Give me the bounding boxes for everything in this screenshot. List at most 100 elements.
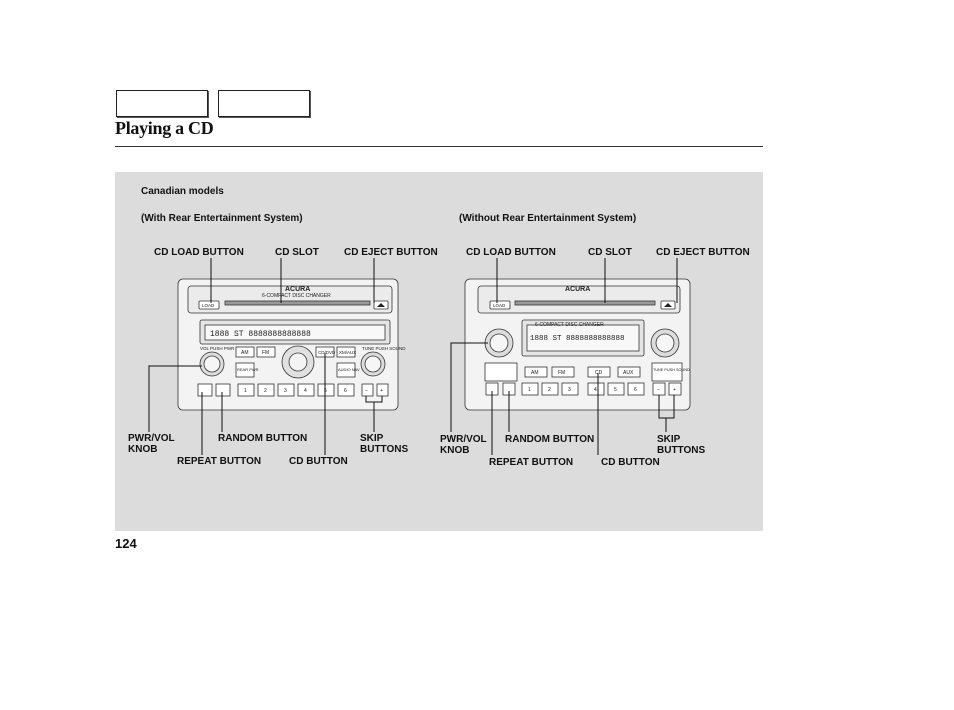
nav-tab-1[interactable] (116, 90, 208, 117)
right-load-button (489, 300, 511, 310)
left-audio-nav-button (336, 362, 356, 378)
left-preset-5 (317, 383, 335, 397)
left-cd-eject-label: CD EJECT BUTTON (344, 247, 438, 258)
right-vol-knob-cap (489, 333, 509, 353)
right-cd-slot (514, 300, 656, 306)
right-preset-6 (627, 382, 645, 396)
left-cd-load-label: CD LOAD BUTTON (154, 247, 244, 258)
left-rear-pwr-button (235, 362, 255, 378)
left-xm-aux-text: XM/AUX (339, 350, 356, 355)
right-load-text: LOAD (493, 303, 506, 308)
leader-left-pwr-vol (148, 365, 202, 432)
left-cd-slot (224, 300, 371, 306)
left-display-text: 1888 ST 8888888888888 (210, 330, 311, 339)
right-preset-1 (521, 382, 539, 396)
right-preset-5-text: 5 (614, 387, 617, 393)
left-preset-1 (237, 383, 255, 397)
left-brand: ACURA (285, 286, 310, 293)
right-fm-text: FM (558, 370, 565, 376)
right-cd-eject-label: CD EJECT BUTTON (656, 247, 750, 258)
left-cd-dvd-text: CD/DVD (318, 350, 336, 355)
right-skip-label: SKIP BUTTONS (657, 434, 706, 456)
left-tune-label: TUNE PUSH SOUND (362, 346, 406, 351)
right-unit-text: ACURA 6-COMPACT DISC CHANGER LOAD 1888 S… (493, 286, 690, 393)
right-preset-4-text: 4 (594, 387, 597, 393)
right-eject-icon (664, 303, 672, 307)
right-cd-text: CD (595, 370, 603, 376)
right-preset-1-text: 1 (528, 387, 531, 393)
left-audio-nav-text: AUDIO NAV (338, 367, 360, 372)
left-am-button (235, 346, 255, 358)
left-changer: 6-COMPACT DISC CHANGER (262, 293, 331, 299)
right-info-panel (484, 362, 518, 382)
right-skip-plus (668, 382, 682, 396)
left-preset-6-text: 6 (344, 388, 347, 394)
left-knob-label: VOL PUSH PWR (200, 346, 235, 351)
left-repeat-label: REPEAT BUTTON (177, 456, 262, 467)
page-title: Playing a CD (115, 118, 214, 138)
left-load-button (198, 300, 220, 310)
right-pwr-vol-label: PWR/VOL KNOB (440, 434, 487, 456)
right-cd-button-label: CD BUTTON (601, 457, 660, 468)
left-fm-button (256, 346, 276, 358)
left-unit-top-panel (187, 285, 393, 314)
right-preset-3 (561, 382, 579, 396)
left-load-text: LOAD (202, 303, 215, 308)
right-preset-3-text: 3 (568, 387, 571, 393)
leader-lines (148, 258, 678, 455)
left-fm-text: FM (262, 350, 269, 356)
left-random-button (215, 383, 231, 397)
left-cd-button-label: CD BUTTON (289, 456, 348, 467)
right-preset-6-text: 6 (634, 387, 637, 393)
right-preset-2-text: 2 (548, 387, 551, 393)
right-cd-load-label: CD LOAD BUTTON (466, 247, 556, 258)
right-unit-top-panel (477, 285, 681, 314)
left-pwr-vol-label: PWR/VOL KNOB (128, 433, 175, 455)
left-tune-knob-cap (364, 355, 382, 373)
left-vol-knob-cap (203, 355, 221, 373)
left-preset-1-text: 1 (244, 388, 247, 394)
right-am-button (524, 366, 548, 378)
right-aux-button (617, 366, 641, 378)
left-skip-minus-text: − (365, 388, 368, 394)
right-brand: ACURA (565, 286, 590, 293)
left-rear-pwr-text: REAR PWR (237, 367, 259, 372)
left-random-label: RANDOM BUTTON (218, 433, 308, 444)
left-repeat-button (197, 383, 213, 397)
left-preset-3 (277, 383, 295, 397)
left-skip-minus (361, 383, 374, 397)
right-tune-knob-cap (655, 333, 675, 353)
right-tune-text: TUNE PUSH SOUND (653, 368, 690, 372)
right-preset-4 (587, 382, 605, 396)
nav-tab-2[interactable] (218, 90, 310, 117)
left-skip-label: SKIP BUTTONS (360, 433, 409, 455)
right-fm-button (551, 366, 575, 378)
right-random-label: RANDOM BUTTON (505, 434, 595, 445)
leader-right-pwr-vol (450, 342, 488, 432)
title-rule (115, 146, 763, 147)
left-preset-6 (337, 383, 355, 397)
page-number: 124 (115, 536, 137, 551)
right-repeat-label: REPEAT BUTTON (489, 457, 574, 468)
right-display-text: 1888 ST 8888888888888 (530, 335, 625, 343)
left-skip-plus-text: + (380, 388, 383, 394)
canadian-models-label: Canadian models (141, 186, 224, 197)
right-preset-2 (541, 382, 559, 396)
right-caption: (Without Rear Entertainment System) (459, 213, 637, 224)
left-am-text: AM (241, 350, 249, 356)
radio-unit-right (464, 278, 691, 411)
right-am-text: AM (531, 370, 539, 376)
left-preset-4 (297, 383, 315, 397)
radio-unit-left (177, 278, 399, 411)
left-cd-slot-label: CD SLOT (275, 247, 319, 258)
left-caption: (With Rear Entertainment System) (141, 213, 303, 224)
right-cd-button (587, 366, 611, 378)
left-unit-text: ACURA 6-COMPACT DISC CHANGER LOAD 1888 S… (200, 286, 406, 394)
right-preset-5 (607, 382, 625, 396)
right-aux-text: AUX (623, 370, 634, 376)
left-eject-icon (377, 303, 385, 307)
left-preset-2-text: 2 (264, 388, 267, 394)
right-cd-slot-label: CD SLOT (588, 247, 632, 258)
right-skip-minus-text: − (657, 387, 660, 393)
